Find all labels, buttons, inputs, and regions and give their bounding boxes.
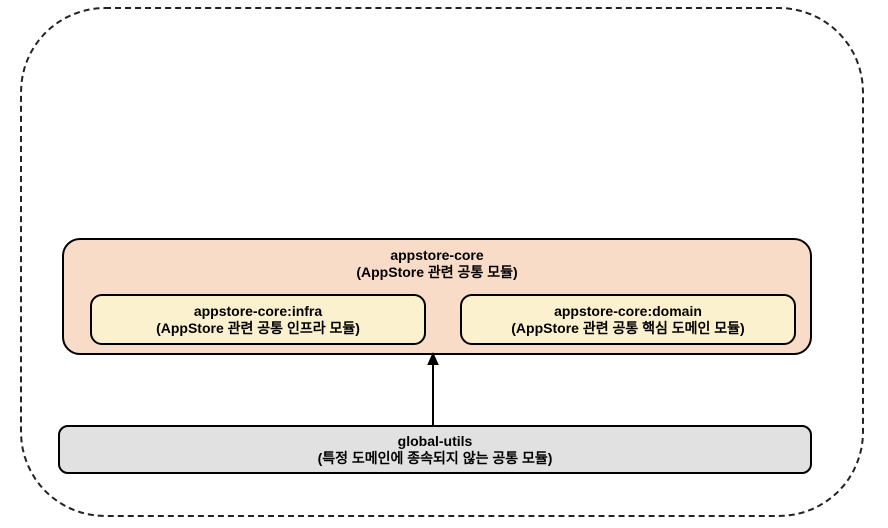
system-boundary-dashed-border [20, 7, 864, 517]
appstore-core-subtitle: (AppStore 관련 공통 모듈) [356, 264, 518, 280]
appstore-core-infra-title: appstore-core:infra [193, 302, 323, 319]
global-utils-title: global-utils [397, 432, 473, 449]
appstore-core-domain-title: appstore-core:domain [554, 302, 702, 319]
module-box-global-utils: global-utils (특정 도메인에 종속되지 않는 공통 모듈) [58, 425, 812, 474]
module-box-appstore-core: appstore-core (AppStore 관련 공통 모듈) appsto… [62, 238, 812, 355]
appstore-core-title: appstore-core [390, 247, 484, 263]
appstore-core-domain-subtitle: (AppStore 관련 공통 핵심 도메인 모듈) [511, 319, 745, 336]
module-box-appstore-core-infra: appstore-core:infra (AppStore 관련 공통 인프라 … [90, 294, 426, 345]
module-box-appstore-core-domain: appstore-core:domain (AppStore 관련 공통 핵심 … [460, 294, 796, 345]
dependency-arrow-icon [427, 352, 439, 426]
global-utils-subtitle: (특정 도메인에 종속되지 않는 공통 모듈) [317, 449, 553, 466]
appstore-core-infra-subtitle: (AppStore 관련 공통 인프라 모듈) [156, 319, 360, 336]
